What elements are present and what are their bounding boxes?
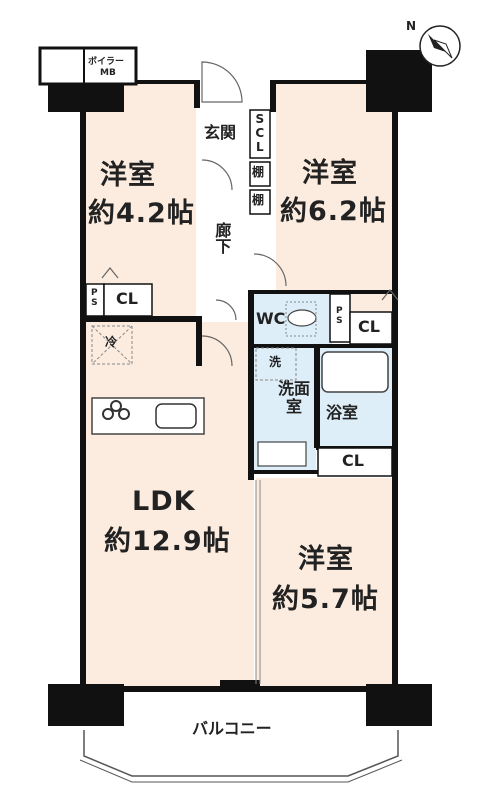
compass-north-label: N — [406, 19, 417, 33]
wash-basin — [257, 441, 307, 467]
fridge-label: 冷 — [105, 335, 118, 349]
boiler-box — [38, 46, 138, 86]
scl-label: SCL — [252, 112, 267, 154]
western-room-1-name: 洋室 — [100, 160, 156, 191]
western-room-1-size: 約4.2帖 — [88, 198, 195, 229]
western-room-3-floor — [256, 478, 392, 686]
ldk-size: 約12.9帖 — [104, 526, 231, 557]
ldk-floor — [84, 322, 254, 686]
closet-1-label: CL — [116, 289, 138, 308]
western-room-2-size: 約6.2帖 — [280, 196, 387, 227]
door-swings — [101, 61, 399, 367]
bathroom-label: 浴室 — [326, 403, 359, 422]
shelf-1-label: 棚 — [252, 165, 265, 179]
pipe-space-2-label: PS — [334, 306, 345, 326]
balcony-label: バルコニー — [192, 719, 272, 738]
meter-box-label: MB — [100, 68, 116, 78]
closet-2-label: CL — [358, 317, 380, 336]
toilet-label: WC — [256, 309, 286, 328]
washer-space — [255, 347, 297, 381]
washer-label: 洗 — [269, 355, 282, 369]
compass-icon — [419, 25, 461, 67]
washroom-label: 洗面室 — [277, 379, 310, 417]
storage-boxes — [85, 109, 393, 477]
fridge-space — [91, 325, 133, 365]
balcony-rail — [83, 730, 399, 777]
western-room-3-name: 洋室 — [298, 544, 354, 575]
western-room-3-size: 約5.7帖 — [272, 584, 379, 615]
toilet-bowl — [287, 309, 317, 327]
boiler-label: ボイラー — [88, 57, 125, 67]
corridor-label: 廊下 — [212, 222, 232, 254]
entrance-label: 玄関 — [204, 123, 237, 142]
bathtub — [321, 351, 389, 393]
pipe-space-1-label: PS — [89, 288, 100, 308]
shelf-2-label: 棚 — [252, 193, 265, 207]
western-room-2-floor — [276, 84, 392, 314]
ldk-name: LDK — [132, 486, 196, 517]
western-room-2-name: 洋室 — [302, 158, 358, 189]
closet-3-label: CL — [342, 451, 364, 470]
